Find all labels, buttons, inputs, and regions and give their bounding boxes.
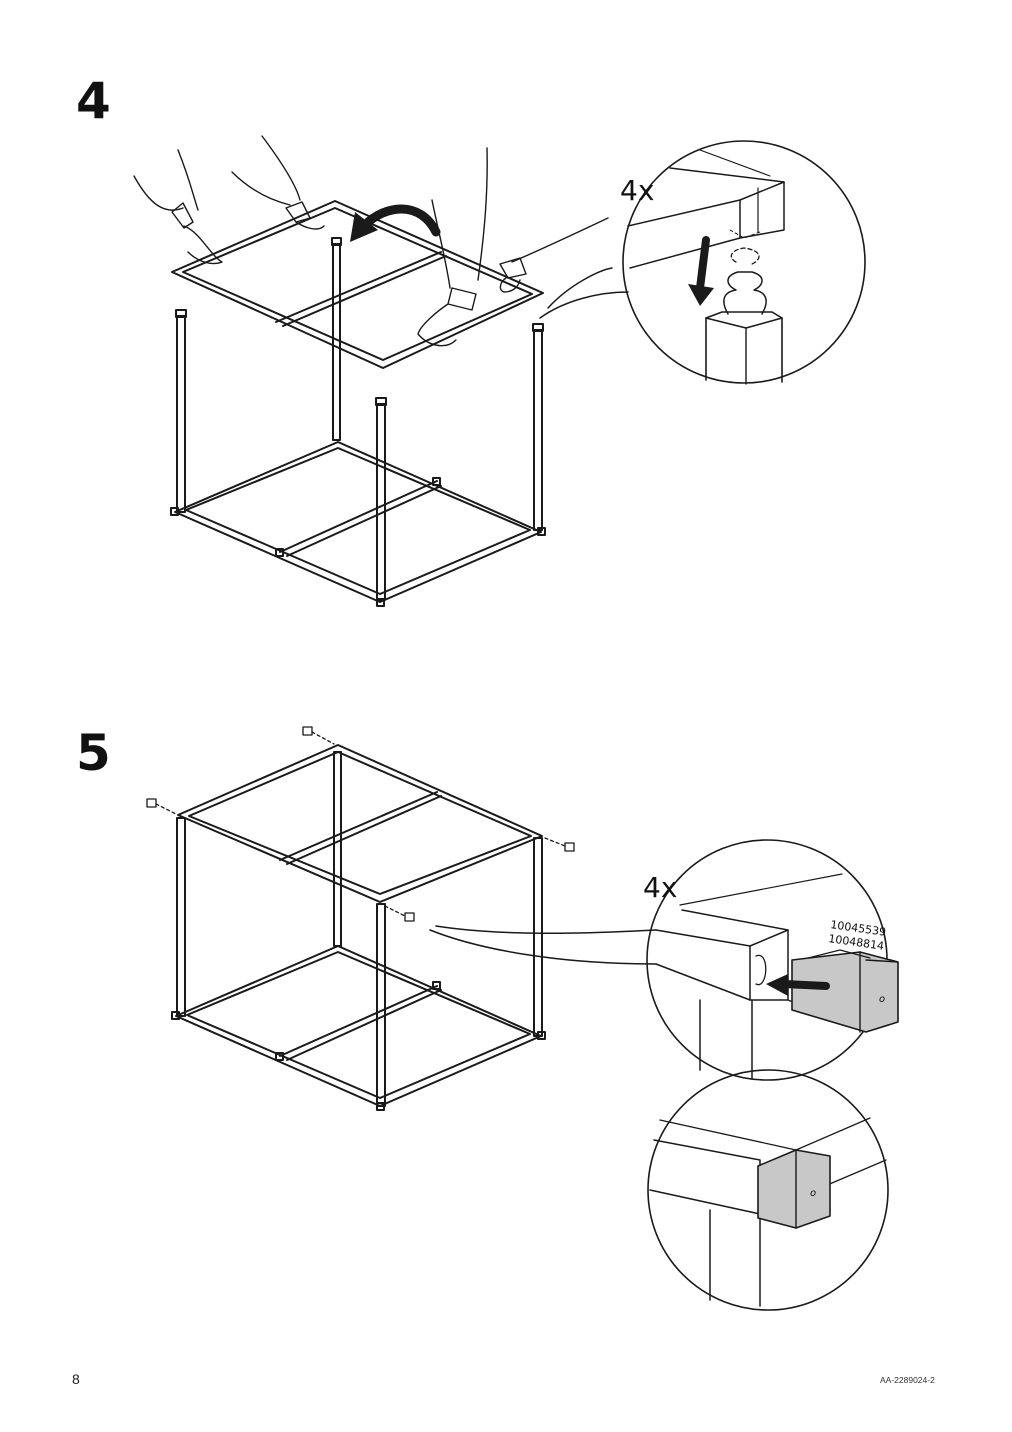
step-5-frame bbox=[171, 744, 546, 1111]
step-4-count-label: 4x bbox=[620, 174, 654, 207]
step-5-detail-circle-top bbox=[646, 839, 899, 1081]
step-4-callout-tail bbox=[539, 267, 629, 319]
step-4-frame bbox=[170, 237, 546, 607]
step-5-count-label: 4x bbox=[643, 871, 677, 904]
step-4-top-frame bbox=[171, 200, 544, 369]
rotate-arrow-icon bbox=[360, 204, 441, 237]
document-code: AA-2289024-2 bbox=[880, 1375, 935, 1385]
insert-arrow-icon bbox=[780, 980, 830, 990]
step-4-number: 4 bbox=[76, 72, 111, 130]
step-5-detail-circle-bottom bbox=[647, 1069, 889, 1311]
step-4-hands bbox=[133, 135, 609, 347]
cap-mark-bottom: o bbox=[810, 1188, 816, 1199]
down-arrow-icon bbox=[696, 236, 710, 292]
step-5-callout-tail bbox=[429, 925, 657, 965]
step-5-end-caps bbox=[146, 726, 575, 922]
step-4-detail-circle bbox=[622, 140, 866, 385]
cap-mark-top: o bbox=[879, 994, 885, 1005]
page-number: 8 bbox=[72, 1371, 80, 1387]
step-5-number: 5 bbox=[76, 724, 111, 782]
